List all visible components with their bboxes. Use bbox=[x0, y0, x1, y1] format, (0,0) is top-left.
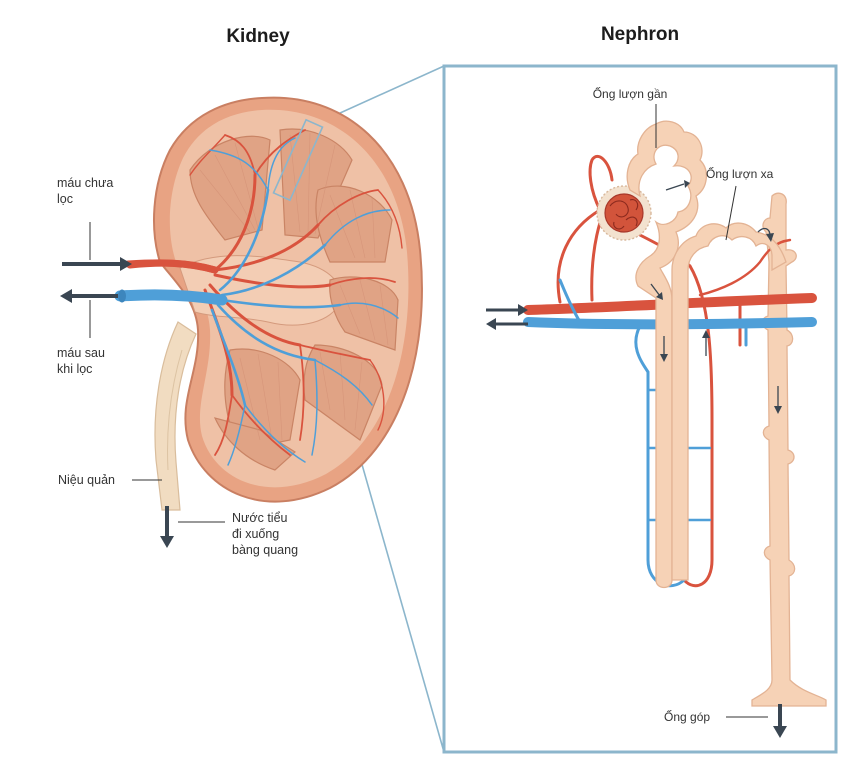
label-collecting-duct: Ống góp bbox=[664, 709, 710, 724]
label-filtered-blood-1: máu sau bbox=[57, 346, 105, 360]
glomerulus bbox=[604, 193, 644, 233]
nephron bbox=[486, 120, 827, 738]
collecting-duct-arrow bbox=[773, 704, 787, 738]
kidney-leaders bbox=[89, 222, 225, 523]
nephron-title: Nephron bbox=[601, 24, 679, 45]
kidney-title: Kidney bbox=[226, 26, 290, 47]
label-urine-2: đi xuống bbox=[232, 527, 279, 541]
nephron-leaders bbox=[655, 104, 768, 718]
distal-tubule bbox=[671, 222, 787, 581]
label-distal-tubule: Ống lượn xa bbox=[706, 166, 774, 181]
label-urine-3: bàng quang bbox=[232, 543, 298, 557]
kidney bbox=[114, 96, 423, 503]
kidney-arrows bbox=[60, 257, 174, 548]
label-filtered-blood-2: khi lọc bbox=[57, 362, 92, 376]
kidney-zoom-box bbox=[272, 118, 324, 202]
label-proximal-tubule: Ống lượn gần bbox=[593, 86, 668, 101]
label-unfiltered-blood-1: máu chưa bbox=[57, 176, 113, 190]
label-urine-1: Nước tiểu bbox=[232, 511, 288, 525]
kidney-veins bbox=[209, 137, 399, 466]
nephron-side-arrows bbox=[486, 304, 528, 330]
renal-vein bbox=[114, 289, 228, 306]
ureter bbox=[154, 321, 197, 511]
nephron-flow-arrows bbox=[650, 180, 782, 414]
label-unfiltered-blood-2: lọc bbox=[57, 192, 73, 206]
label-ureter: Niệu quản bbox=[58, 473, 115, 487]
renal-artery bbox=[124, 259, 219, 274]
